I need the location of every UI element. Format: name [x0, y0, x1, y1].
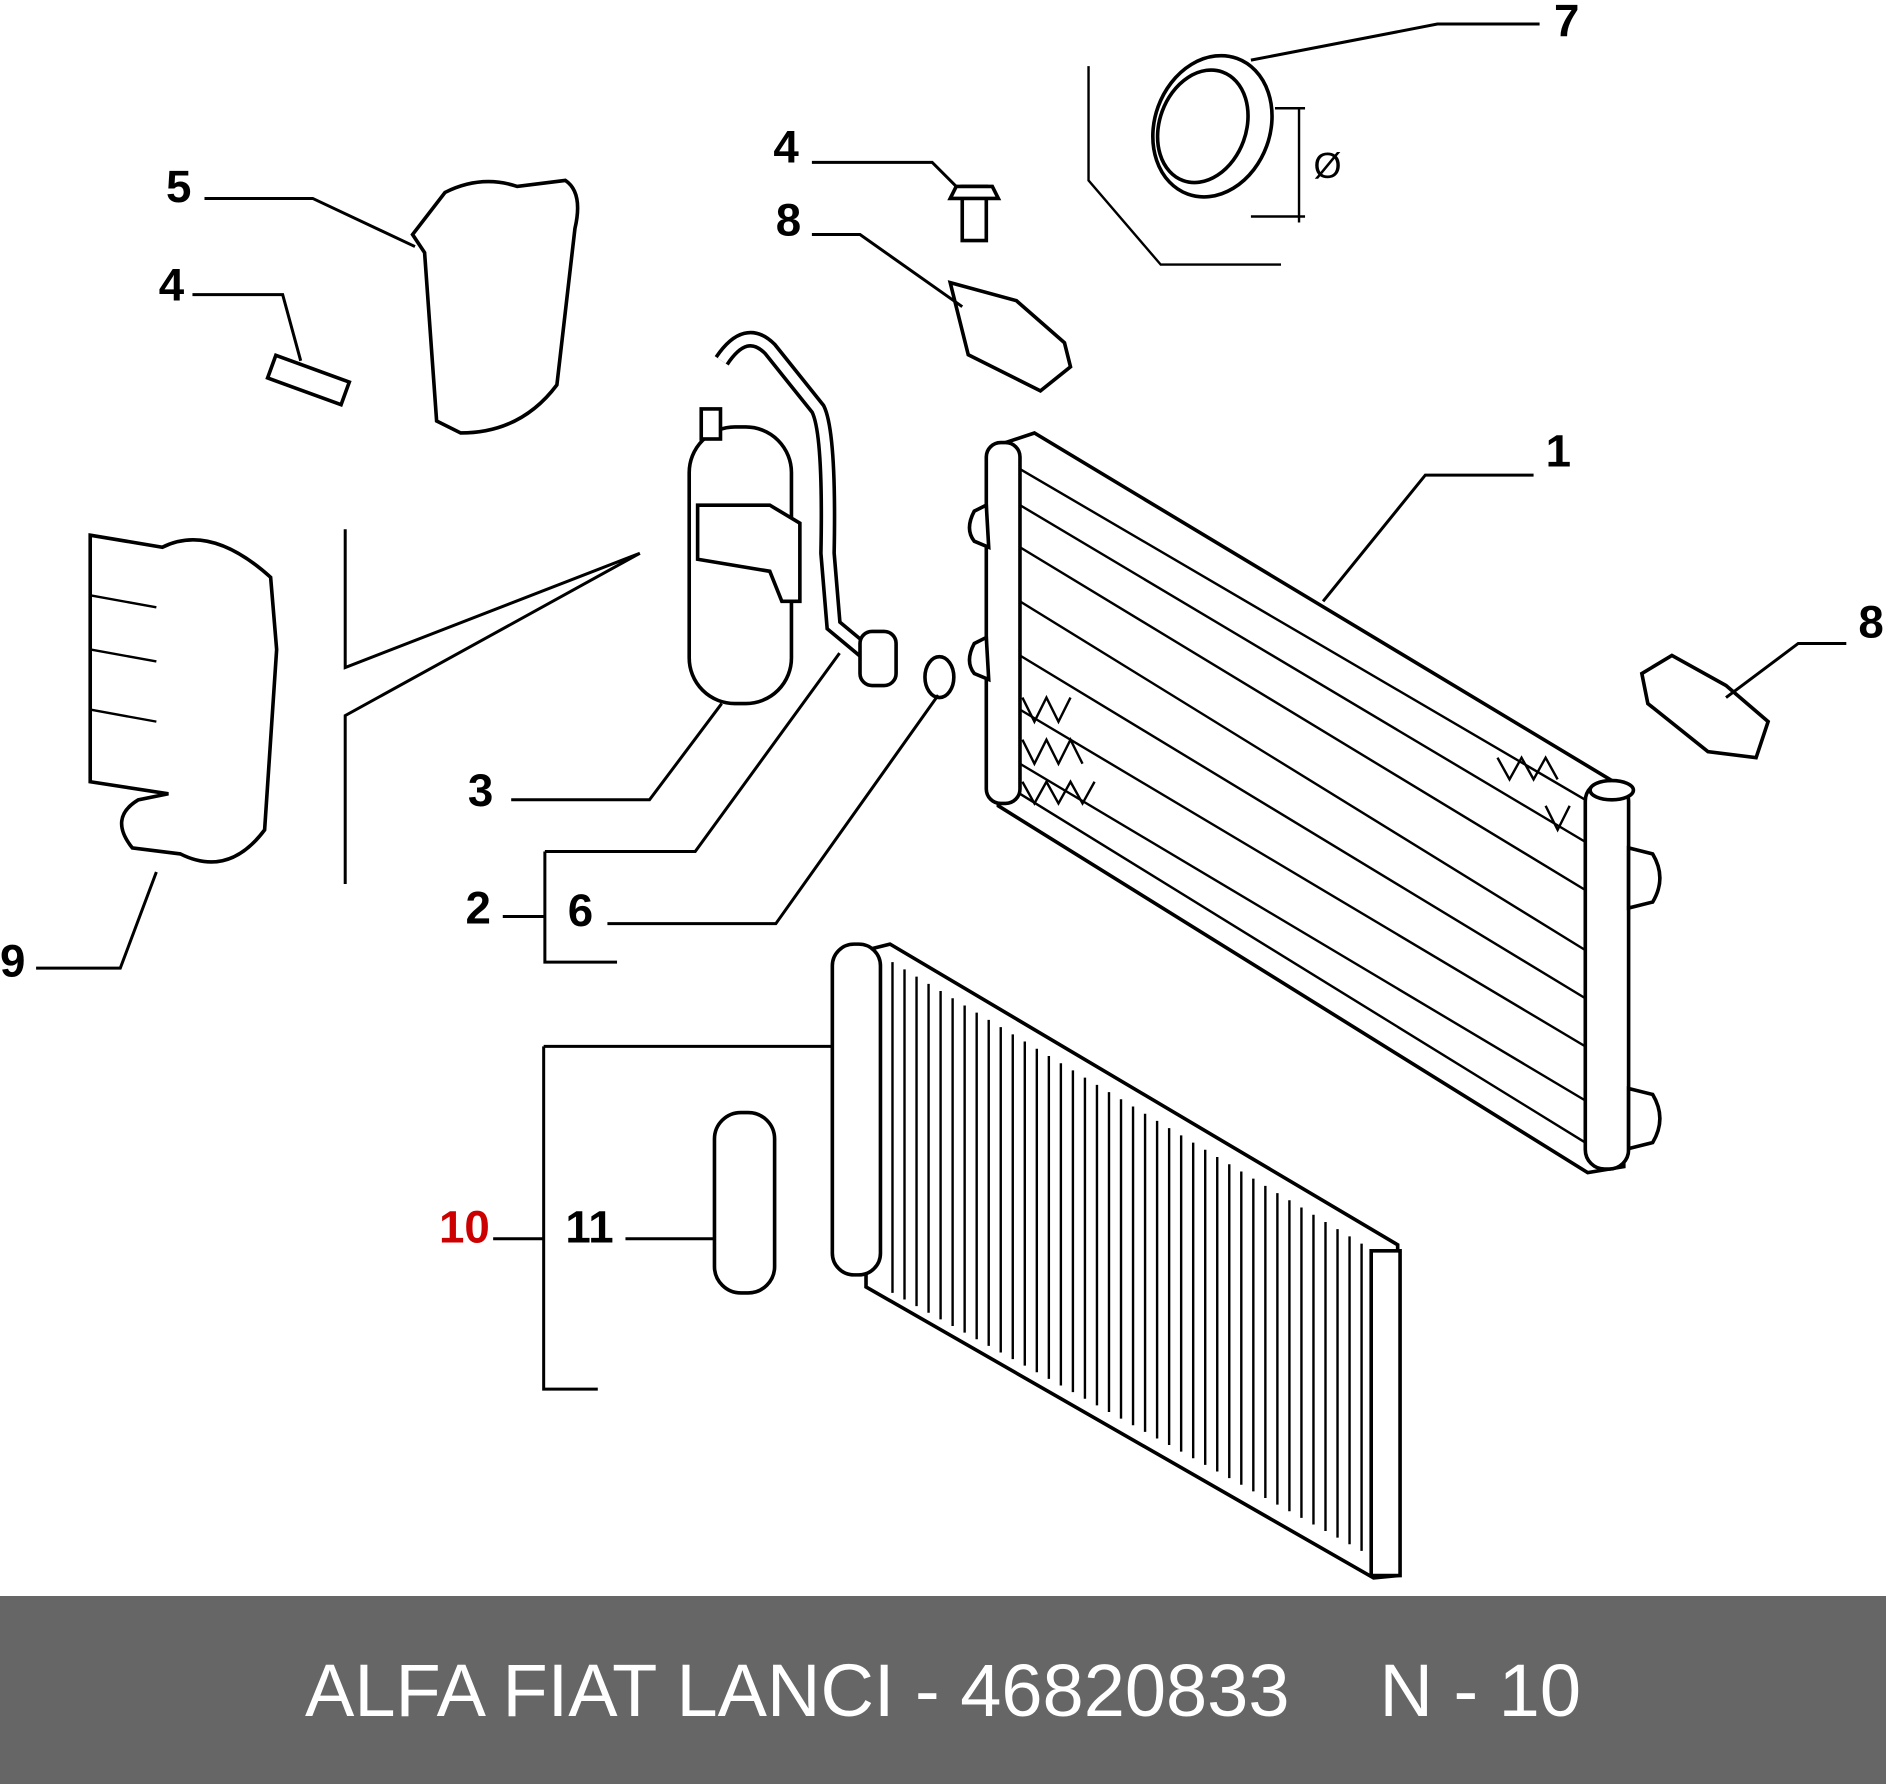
- condenser-upper: [967, 431, 1662, 1175]
- callout-6[interactable]: 6: [568, 885, 593, 936]
- drier-bracket: [410, 178, 580, 435]
- callout-8-top[interactable]: 8: [776, 195, 801, 246]
- callout-3[interactable]: 3: [468, 765, 493, 816]
- leader-lines: [36, 22, 1847, 1391]
- support-bracket: [88, 533, 279, 864]
- filter-cartridge: [712, 1110, 777, 1295]
- callout-2[interactable]: 2: [465, 883, 490, 934]
- pipe-fitting: [858, 629, 898, 688]
- callout-9[interactable]: 9: [0, 936, 25, 987]
- bolt-top: [947, 184, 1002, 243]
- receiver-drier: [687, 407, 802, 706]
- grommet: [1087, 53, 1306, 266]
- callout-1[interactable]: 1: [1546, 426, 1571, 477]
- callout-10[interactable]: 10: [439, 1201, 490, 1252]
- diameter-symbol: Ø: [1313, 145, 1341, 186]
- callout-11[interactable]: 11: [565, 1201, 613, 1252]
- clip-top: [947, 280, 1073, 394]
- condenser-lower: [830, 942, 1402, 1580]
- callout-4-top[interactable]: 4: [773, 121, 799, 172]
- callout-4-left[interactable]: 4: [159, 260, 185, 311]
- brand-part-number: ALFA FIAT LANCI - 46820833: [305, 1648, 1290, 1732]
- o-ring: [923, 654, 956, 700]
- clip-right: [1639, 653, 1771, 760]
- callout-8-right[interactable]: 8: [1858, 596, 1883, 647]
- parts-diagram: 1 2 3 4 4 5 6 7 8 8 9 10 11 Ø: [0, 0, 1884, 1580]
- callout-5[interactable]: 5: [166, 161, 191, 212]
- position-number: N - 10: [1379, 1648, 1581, 1732]
- callout-7[interactable]: 7: [1554, 0, 1579, 46]
- footer-bar: ALFA FIAT LANCI - 46820833 N - 10: [0, 1596, 1886, 1784]
- bolt-left: [265, 353, 352, 408]
